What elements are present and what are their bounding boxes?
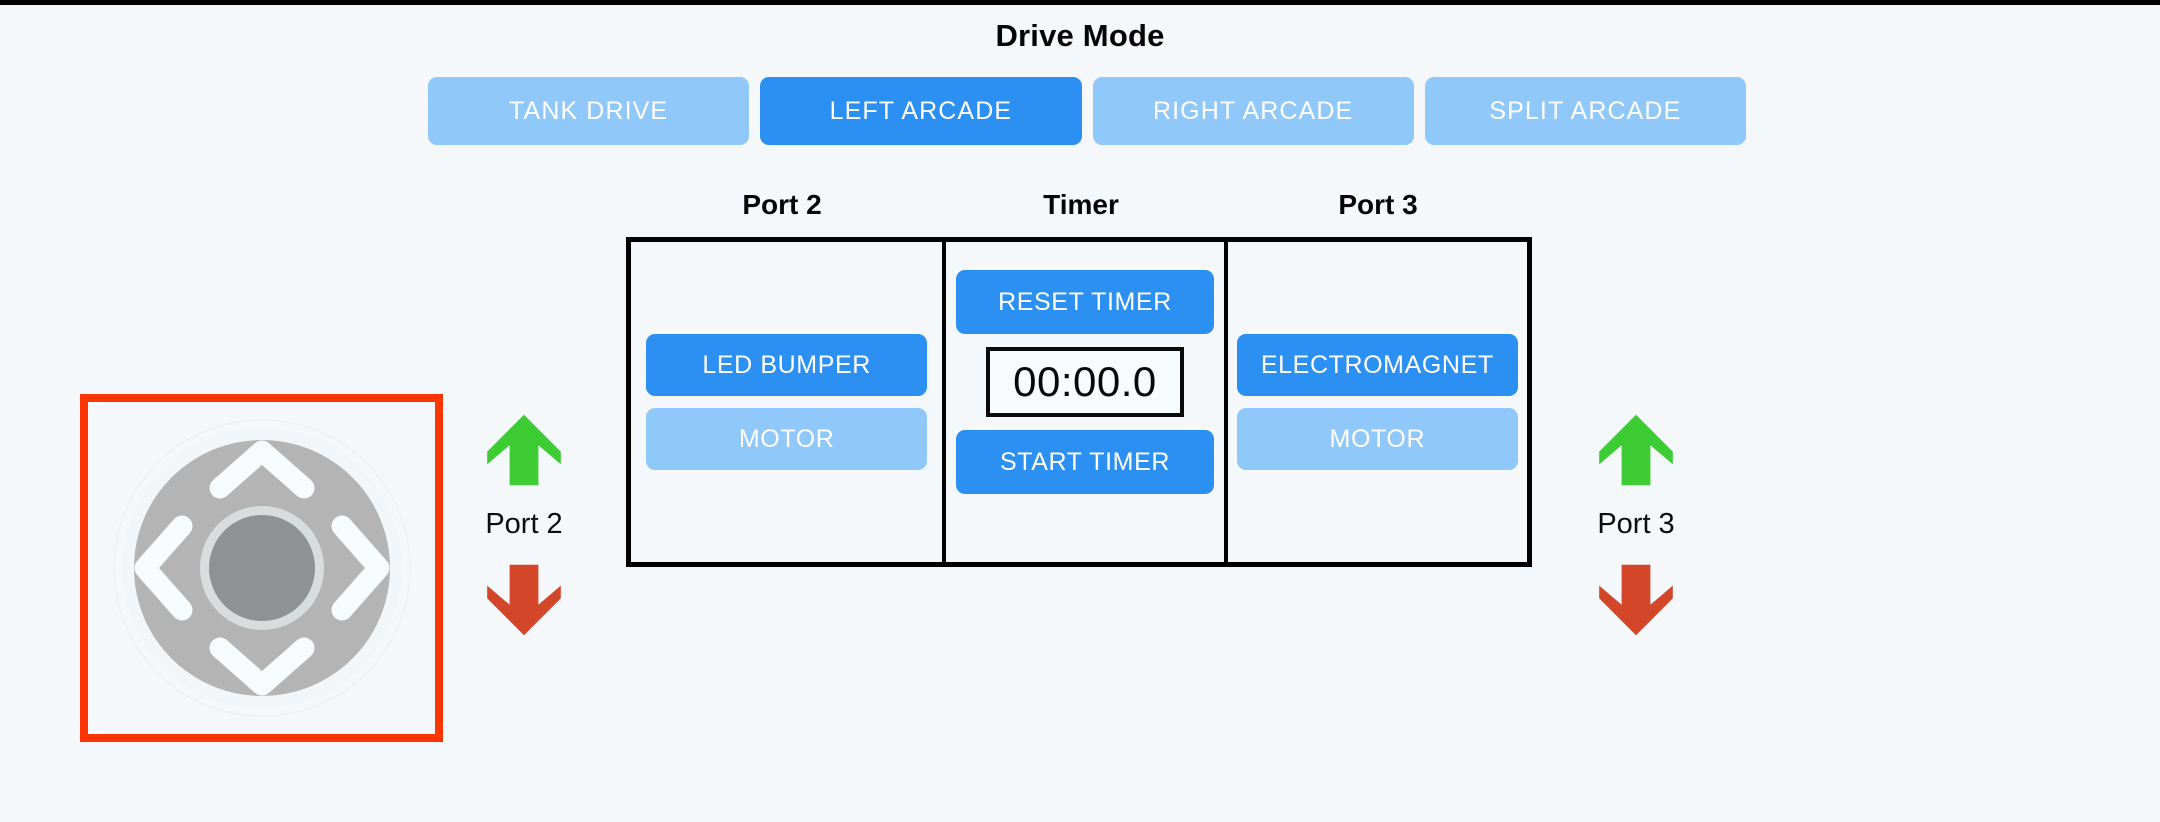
top-divider: [0, 0, 2160, 5]
electromagnet-button[interactable]: ELECTROMAGNET: [1236, 334, 1518, 396]
mode-button-tank-drive[interactable]: TANK DRIVE: [428, 77, 750, 145]
port3-arrow-down-icon[interactable]: [1596, 560, 1676, 640]
dpad-right-arrow-icon: [331, 515, 389, 621]
port2-arrow-up-icon[interactable]: [484, 410, 564, 490]
dpad-control[interactable]: [112, 418, 412, 718]
panel-heading-timer: Timer: [1043, 189, 1119, 220]
mode-button-left-arcade[interactable]: LEFT ARCADE: [760, 77, 1082, 145]
panel-group: LED BUMPER MOTOR RESET TIMER 00:00.0 STA…: [626, 237, 1532, 567]
reset-timer-button[interactable]: RESET TIMER: [955, 270, 1214, 334]
timer-display: 00:00.0: [985, 347, 1184, 417]
panel-heading-row: Port 2 Timer Port 3: [626, 189, 1532, 221]
port3-arrow-stack: Port 3: [1556, 410, 1716, 640]
start-timer-button[interactable]: START TIMER: [955, 430, 1214, 494]
mode-button-split-arcade[interactable]: SPLIT ARCADE: [1424, 77, 1746, 145]
panel-heading-port3: Port 3: [1338, 189, 1418, 220]
drive-mode-button-group: TANK DRIVE LEFT ARCADE RIGHT ARCADE SPLI…: [428, 77, 1746, 145]
dpad-up-arrow-icon: [209, 440, 314, 499]
dpad-highlight-frame: [80, 394, 443, 742]
panel-timer: RESET TIMER 00:00.0 START TIMER: [942, 242, 1228, 562]
dpad-left-arrow-icon: [134, 515, 192, 621]
port2-label: Port 2: [485, 508, 563, 540]
port3-motor-button[interactable]: MOTOR: [1236, 408, 1518, 470]
panel-port2: LED BUMPER MOTOR: [631, 242, 942, 562]
port2-motor-button[interactable]: MOTOR: [646, 408, 928, 470]
port2-arrow-down-icon[interactable]: [484, 560, 564, 640]
dpad-down-arrow-icon: [209, 637, 314, 696]
port3-label: Port 3: [1597, 508, 1675, 540]
port3-arrow-up-icon[interactable]: [1596, 410, 1676, 490]
mode-button-right-arcade[interactable]: RIGHT ARCADE: [1092, 77, 1414, 145]
port2-arrow-stack: Port 2: [444, 410, 604, 640]
panel-heading-port2: Port 2: [742, 189, 822, 220]
led-bumper-button[interactable]: LED BUMPER: [646, 334, 928, 396]
page-title: Drive Mode: [995, 18, 1165, 53]
panel-port3: ELECTROMAGNET MOTOR: [1228, 242, 1527, 562]
dpad-icon[interactable]: [112, 418, 412, 718]
